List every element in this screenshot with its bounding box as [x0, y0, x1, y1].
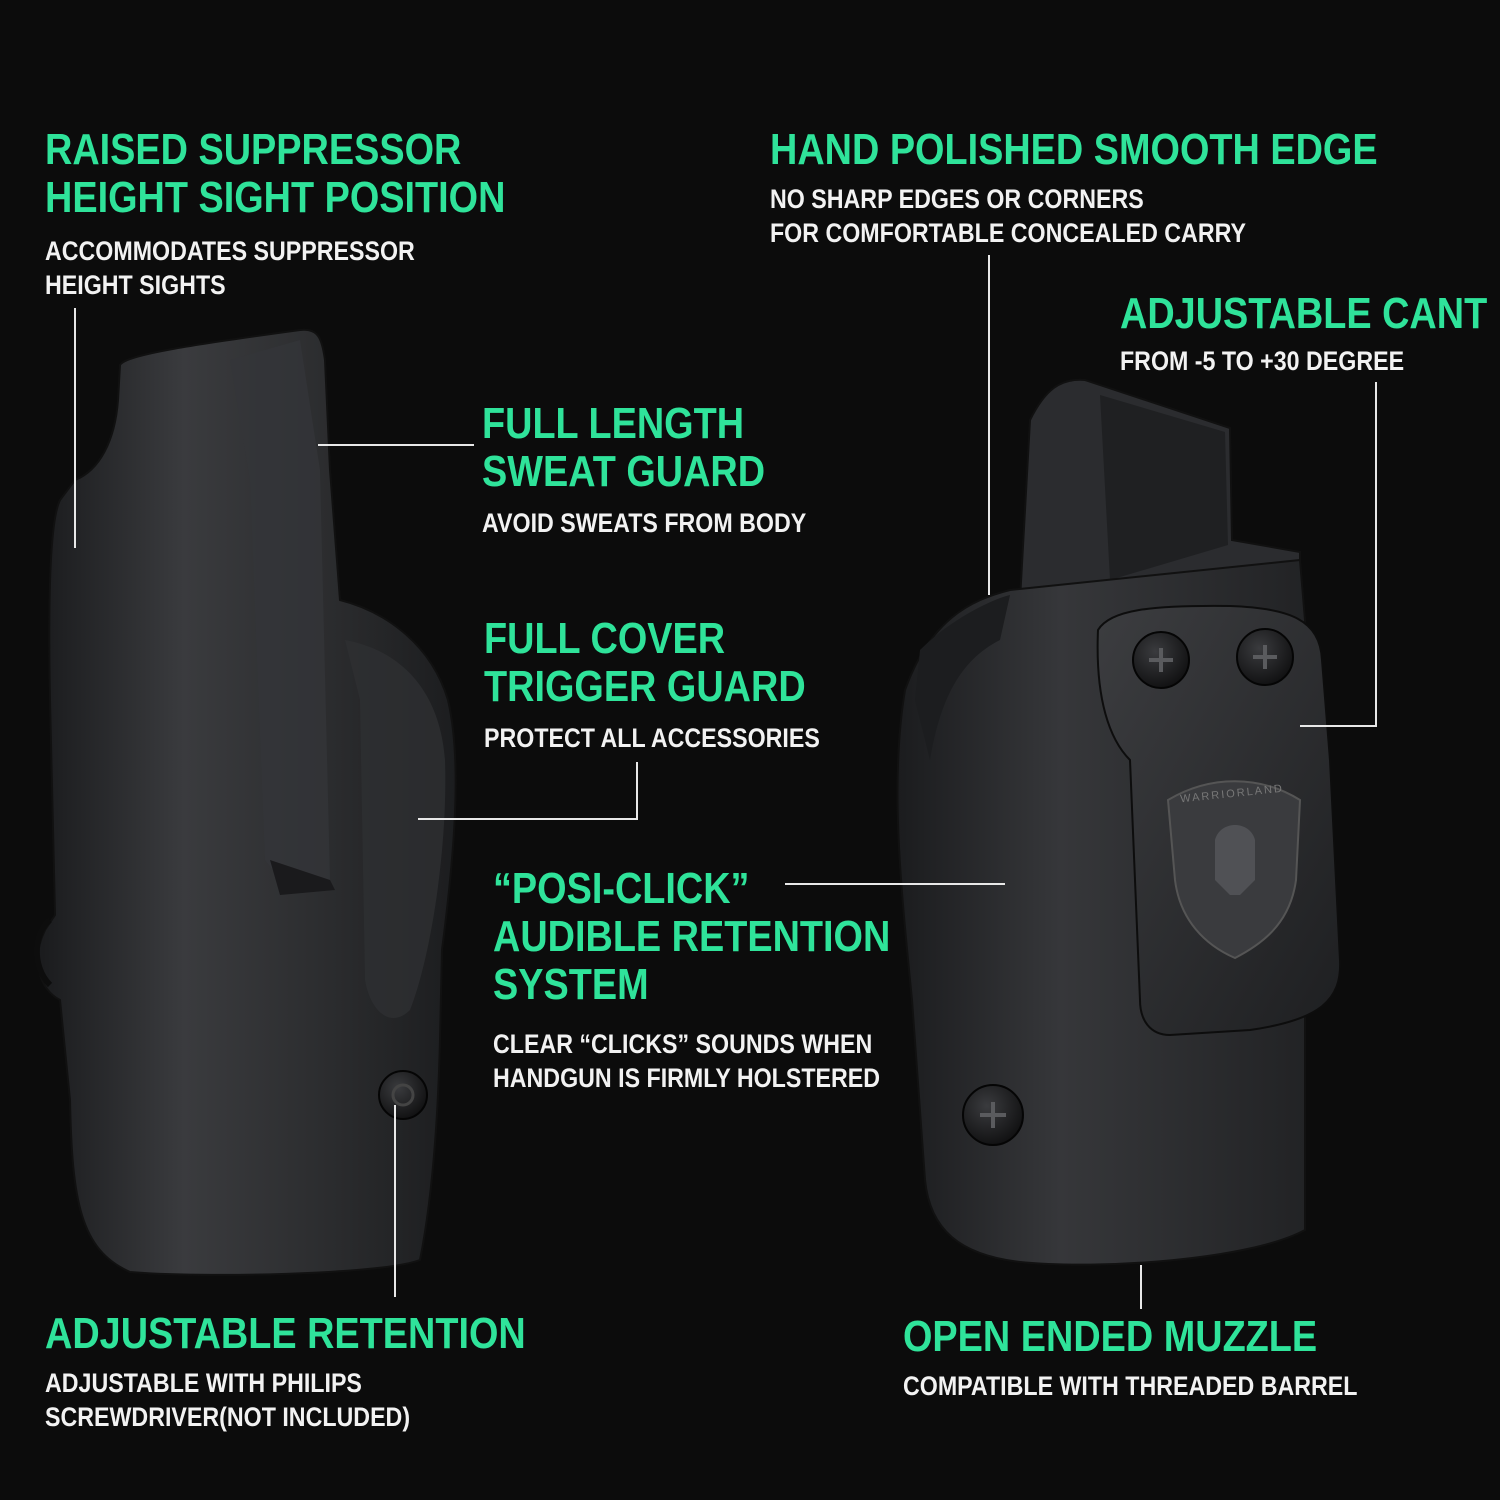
feature-title: HAND POLISHED SMOOTH EDGE	[770, 125, 1378, 174]
feature-title: FULL COVER TRIGGER GUARD	[484, 614, 806, 711]
feature-description: NO SHARP EDGES OR CORNERS FOR COMFORTABL…	[770, 184, 1246, 248]
leader-line-sweat	[318, 444, 474, 446]
feature-suppressor-sight: RAISED SUPPRESSOR HEIGHT SIGHT POSITION …	[45, 126, 580, 302]
feature-sweat-guard: FULL LENGTH SWEAT GUARD AVOID SWEATS FRO…	[482, 400, 859, 540]
leader-line-trigger-v	[636, 762, 638, 820]
left-holster	[33, 328, 457, 1276]
feature-description: CLEAR “CLICKS” SOUNDS WHEN HANDGUN IS FI…	[493, 1029, 881, 1093]
leader-line-edge	[988, 255, 990, 595]
feature-title: “POSI-CLICK” AUDIBLE RETENTION SYSTEM	[493, 864, 891, 1009]
feature-description: COMPATIBLE WITH THREADED BARREL	[903, 1371, 1358, 1401]
feature-description: ACCOMMODATES SUPPRESSOR HEIGHT SIGHTS	[45, 236, 415, 300]
feature-title: ADJUSTABLE RETENTION	[45, 1309, 526, 1358]
feature-description: ADJUSTABLE WITH PHILIPS SCREWDRIVER(NOT …	[45, 1368, 411, 1432]
leader-line-posiclick	[785, 883, 1005, 885]
leader-line-muzzle	[1140, 1265, 1142, 1309]
feature-description: AVOID SWEATS FROM BODY	[482, 508, 807, 538]
feature-description: FROM -5 TO +30 DEGREE	[1120, 346, 1405, 376]
leader-line-retention	[394, 1105, 396, 1297]
feature-title: ADJUSTABLE CANT	[1120, 289, 1488, 338]
feature-adjustable-retention: ADJUSTABLE RETENTION ADJUSTABLE WITH PHI…	[45, 1310, 604, 1434]
feature-description: PROTECT ALL ACCESSORIES	[484, 723, 820, 753]
right-holster	[896, 378, 1342, 1266]
leader-line-trigger-h	[418, 818, 638, 820]
leader-line-cant-h	[1300, 725, 1377, 727]
leader-line-cant-v	[1375, 382, 1377, 727]
feature-title: OPEN ENDED MUZZLE	[903, 1312, 1318, 1361]
feature-smooth-edge: HAND POLISHED SMOOTH EDGE NO SHARP EDGES…	[770, 126, 1477, 250]
feature-title: RAISED SUPPRESSOR HEIGHT SIGHT POSITION	[45, 125, 506, 222]
leader-line-suppressor	[74, 308, 76, 548]
feature-open-muzzle: OPEN ENDED MUZZLE COMPATIBLE WITH THREAD…	[903, 1313, 1431, 1403]
feature-trigger-guard: FULL COVER TRIGGER GUARD PROTECT ALL ACC…	[484, 615, 875, 755]
feature-posi-click: “POSI-CLICK” AUDIBLE RETENTION SYSTEM CL…	[493, 865, 955, 1095]
feature-adjustable-cant: ADJUSTABLE CANT FROM -5 TO +30 DEGREE	[1120, 290, 1500, 378]
feature-title: FULL LENGTH SWEAT GUARD	[482, 399, 766, 496]
